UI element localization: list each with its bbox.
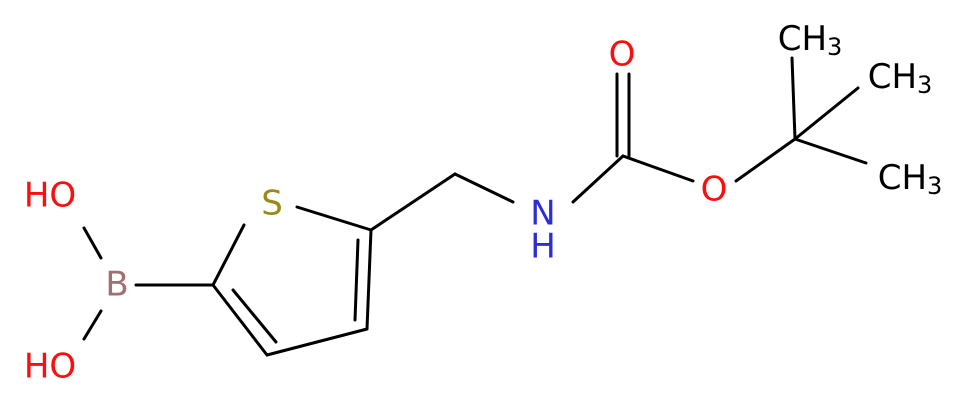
methyl-lower-label: CH3 [878,158,943,201]
bond-s-c5 [211,223,246,287]
methyl-top-label: CH3 [778,19,843,62]
bond-c5-c4 [211,283,269,357]
bond-ch2-n [453,172,515,204]
bond-c3-c2 [365,228,373,331]
nitrogen-hydrogen-label: H [530,227,556,267]
atom-labels: HO HO B S N H O O CH3 CH3 CH3 [24,19,942,387]
bond-b-o2 [82,309,103,341]
methyl-lower-ch: CH [878,158,927,198]
ester-oxygen-label: O [701,170,728,210]
methyl-right-subscript: 3 [917,71,932,99]
bond-cq-me2 [793,86,860,141]
bond-cq-me3 [793,137,868,165]
bond-cq-me1 [790,56,797,141]
hydroxyl-top-label: HO [24,176,76,216]
bond-c2-s [295,205,373,232]
sulfur-label: S [261,184,283,224]
methyl-right-label: CH3 [868,57,933,100]
methyl-lower-subscript: 3 [927,172,942,200]
bond-n-c [571,154,625,204]
methyl-top-subscript: 3 [827,33,842,61]
bond-o1-b [82,226,103,260]
methyl-top-ch: CH [778,19,827,59]
bond-c2-ch2 [369,172,457,232]
hydroxyl-bottom-label: HO [24,347,76,387]
boron-label: B [105,265,128,305]
bonds [82,56,868,357]
bond-c-o-ester [621,154,695,183]
bond-c5-c4-inner [231,288,278,344]
bond-o-cq [734,137,797,183]
methyl-right-ch: CH [868,57,917,97]
nitrogen-label: N [530,194,555,234]
bond-c3-c2-inner [353,238,360,322]
carbonyl-oxygen-label: O [609,35,636,75]
bond-c4-c3 [265,327,369,357]
